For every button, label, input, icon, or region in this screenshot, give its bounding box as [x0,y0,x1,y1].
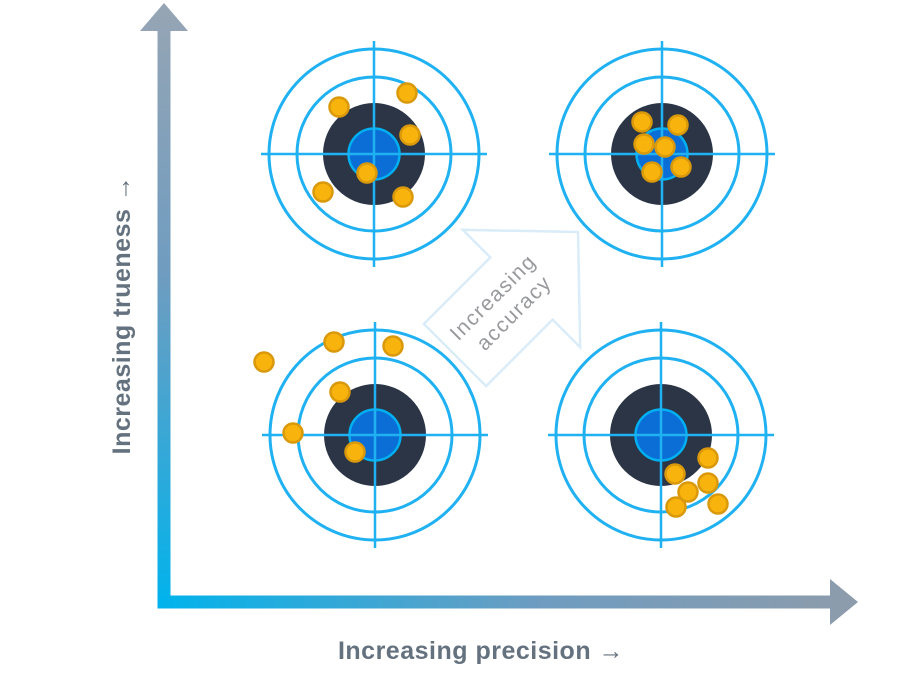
shot-dot [677,481,699,503]
target-high-trueness-high-precision [549,41,775,267]
shot-dot [697,472,719,494]
shot-dot [396,82,418,104]
y-axis-arrowhead [140,3,188,31]
shot-dot [664,463,686,485]
y-axis-label: Increasing trueness → [108,176,136,455]
shot-dot [670,156,692,178]
shot-dot [344,441,366,463]
target-low-trueness-high-precision [548,322,774,548]
target-low-trueness-low-precision [253,322,488,548]
target-high-trueness-low-precision [261,41,487,267]
targets-layer [253,41,775,548]
shot-dot [356,162,378,184]
accuracy-arrow-shape [422,228,582,388]
shot-dot [667,114,689,136]
shot-dot [399,124,421,146]
shot-dot [323,331,345,353]
shot-dot [633,133,655,155]
shot-dot [697,447,719,469]
shot-dot [707,493,729,515]
shot-dot [631,111,653,133]
shot-dot [641,161,663,183]
shot-dot [654,136,676,158]
x-axis-shaft [157,595,831,609]
y-axis-shaft [157,27,171,609]
shot-dot [282,422,304,444]
shot-dot [329,381,351,403]
x-axis-label: Increasing precision → [338,637,624,665]
shot-dot [392,186,414,208]
shot-dot [665,496,687,518]
x-axis-arrowhead [830,579,858,625]
increasing-accuracy-arrow: Increasing accuracy [422,228,582,388]
x-axis [157,579,858,625]
shot-dot [328,96,350,118]
shot-dot [253,351,275,373]
shot-dot [382,335,404,357]
shot-dot [312,181,334,203]
y-axis [140,3,188,609]
